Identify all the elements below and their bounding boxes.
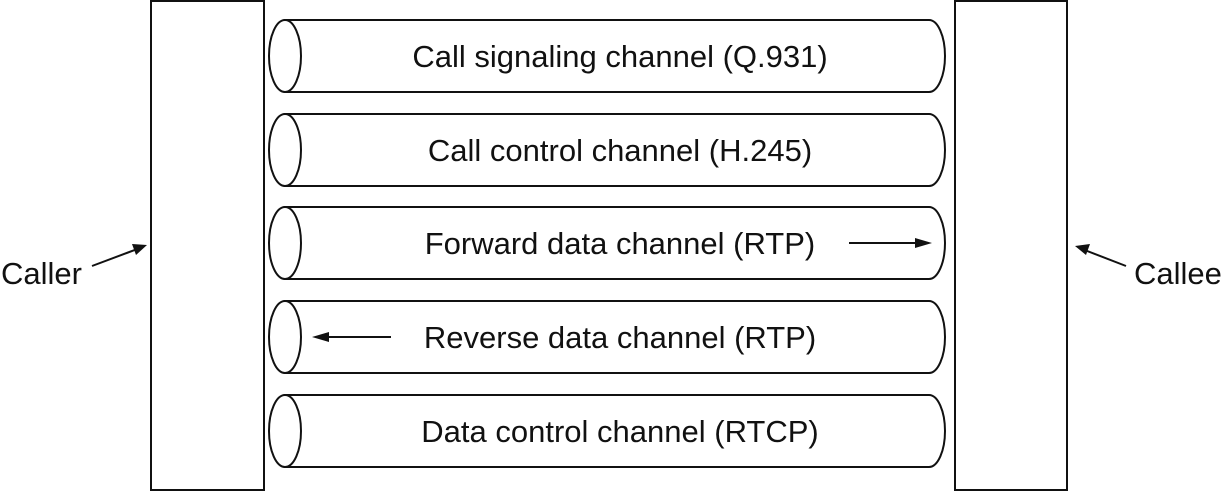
- caller-pointer-line: [91, 247, 141, 267]
- pipe-body: [284, 206, 946, 280]
- pipe-left-opening: [268, 113, 302, 187]
- callee-pointer-line: [1081, 248, 1127, 267]
- channel-label: Call control channel (H.245): [428, 133, 812, 168]
- pipe-left-opening: [268, 206, 302, 280]
- channel-pipe: Forward data channel (RTP): [268, 206, 946, 280]
- pipe-left-opening: [268, 19, 302, 93]
- channel-pipe: Reverse data channel (RTP): [268, 300, 946, 374]
- pipe-body: [284, 19, 946, 93]
- reverse-arrowhead: [312, 332, 329, 342]
- channel-label: Forward data channel (RTP): [425, 226, 816, 261]
- callee-label: Callee: [1134, 256, 1222, 291]
- channel-pipe: Call signaling channel (Q.931): [268, 19, 946, 93]
- channel-label: Reverse data channel (RTP): [424, 320, 816, 355]
- pipe-body: [284, 394, 946, 468]
- channel-pipe: Call control channel (H.245): [268, 113, 946, 187]
- forward-arrowhead: [915, 238, 932, 248]
- caller-label: Caller: [1, 256, 82, 291]
- caller-box: [150, 0, 265, 491]
- pipe-body: [284, 300, 946, 374]
- pipe-body: [284, 113, 946, 187]
- channel-label: Call signaling channel (Q.931): [412, 39, 827, 74]
- callee-box: [954, 0, 1068, 491]
- caller-pointer-arrowhead: [132, 244, 147, 255]
- channel-pipe: Data control channel (RTCP): [268, 394, 946, 468]
- channel-pipes: Call signaling channel (Q.931) Call contr…: [268, 19, 946, 468]
- pipe-left-opening: [268, 394, 302, 468]
- pipe-left-opening: [268, 300, 302, 374]
- channel-label: Data control channel (RTCP): [421, 414, 818, 449]
- callee-pointer-arrowhead: [1075, 244, 1090, 255]
